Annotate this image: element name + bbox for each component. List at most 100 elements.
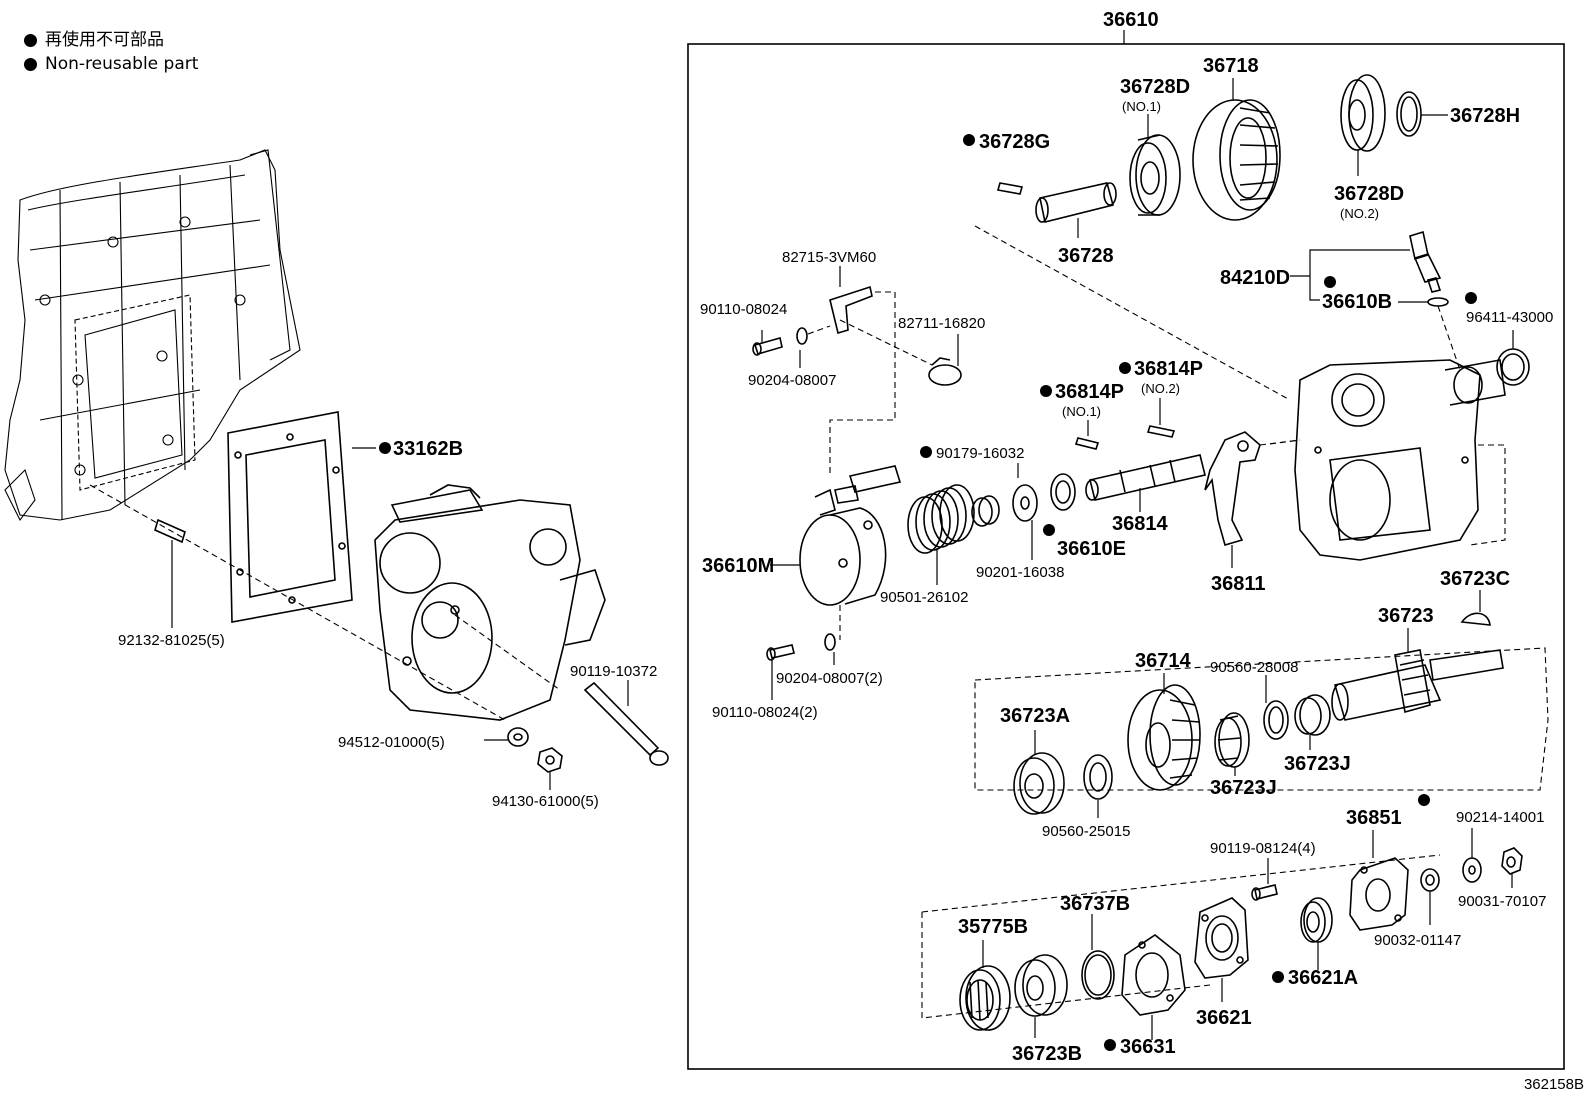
label-36723J-b: 36723J — [1284, 753, 1351, 775]
ring-36728H-drawing — [1396, 91, 1422, 137]
label-36723J-a: 36723J — [1210, 777, 1277, 799]
label-90119-10372: 90119-10372 — [570, 663, 657, 680]
label-36610B: 36610B — [1322, 291, 1392, 313]
bearing-36728D-no1-drawing — [1129, 134, 1181, 216]
gasket-36631-drawing — [1121, 934, 1186, 1016]
label-36851: 36851 — [1346, 807, 1402, 829]
actuator-36610M-drawing — [799, 465, 902, 606]
label-36814P-no2: 36814P — [1134, 358, 1203, 380]
bolt-90110-drawing — [752, 337, 783, 356]
clamp-82711-drawing — [928, 357, 962, 386]
label-36631: 36631 — [1120, 1036, 1176, 1058]
label-94512-01000: 94512-01000(5) — [338, 734, 445, 751]
label-36723A: 36723A — [1000, 705, 1070, 727]
label-90201-16038: 90201-16038 — [976, 564, 1064, 581]
assembly-36610-frame — [687, 43, 1565, 1070]
ring-36737B-drawing — [1081, 950, 1115, 1000]
spacer-90560-25015-drawing — [1083, 754, 1113, 800]
pin-36814P-no1-drawing — [1074, 437, 1100, 450]
nut-90031-drawing — [1501, 847, 1523, 875]
legend-en-text: Non-reusable part — [45, 54, 199, 74]
flange-36851-drawing — [1349, 857, 1409, 931]
washer-94512-drawing — [507, 727, 529, 747]
label-36723: 36723 — [1378, 605, 1434, 627]
output-shaft-36723-drawing — [1331, 649, 1504, 721]
washer-90204-lower-drawing — [824, 633, 836, 651]
label-84210D: 84210D — [1220, 267, 1290, 289]
pin-36814P-no2-drawing — [1146, 425, 1176, 438]
label-33162B: 33162B — [393, 438, 463, 460]
label-90560-25015: 90560-25015 — [1042, 823, 1130, 840]
label-36723C: 36723C — [1440, 568, 1510, 590]
label-94130-61000: 94130-61000(5) — [492, 793, 599, 810]
washer-90204-drawing — [796, 327, 808, 345]
label-36621A: 36621A — [1288, 967, 1358, 989]
transmission-case-drawing — [4, 149, 301, 522]
label-36621: 36621 — [1196, 1007, 1252, 1029]
diagram-code: 362158B — [1523, 1076, 1584, 1093]
label-36811: 36811 — [1211, 573, 1266, 595]
label-36728D-no1: 36728D — [1120, 76, 1190, 98]
bracket-82715-drawing — [829, 285, 873, 335]
seal-36610E-drawing — [1050, 473, 1076, 511]
legend-row-en: Non-reusable part — [24, 52, 198, 76]
label-90501-26102: 90501-26102 — [880, 589, 968, 606]
label-82715-3VM60: 82715-3VM60 — [782, 249, 876, 266]
label-90110-08024-2: 90110-08024(2) — [712, 704, 818, 721]
switch-84210D-drawing — [1409, 230, 1442, 293]
label-92132-81025: 92132-81025(5) — [118, 632, 225, 649]
label-36814: 36814 — [1112, 513, 1168, 535]
pin-36728G-drawing — [996, 182, 1024, 195]
label-36728G: 36728G — [979, 131, 1050, 153]
washer-90201-drawing — [1012, 484, 1038, 522]
washer-90214-drawing — [1462, 857, 1482, 883]
gasket-33162B-drawing — [227, 411, 353, 623]
label-90032-01147: 90032-01147 — [1374, 932, 1461, 949]
legend: 再使用不可部品 Non-reusable part — [24, 28, 198, 76]
label-96411-43000: 96411-43000 — [1466, 309, 1553, 326]
gear-36718-drawing — [1192, 99, 1281, 221]
label-36814P-no1-sub: (NO.1) — [1062, 404, 1101, 419]
bullet-icon — [24, 33, 37, 47]
assembly-number: 36610 — [1103, 9, 1159, 31]
label-90031-70107: 90031-70107 — [1458, 893, 1546, 910]
transfer-case-body-drawing — [1294, 359, 1506, 561]
bolt-90110-lower-drawing — [766, 644, 795, 661]
label-90110-08024: 90110-08024 — [700, 301, 787, 318]
label-36728D-no2: 36728D — [1334, 183, 1404, 205]
shift-fork-36811-drawing — [1204, 431, 1261, 546]
transfer-housing-drawing — [374, 484, 606, 721]
spacer-90560-28008-drawing — [1263, 700, 1289, 740]
bolt-90119-10372-drawing — [583, 681, 669, 766]
shaft-36728-drawing — [1035, 182, 1117, 223]
label-36728H: 36728H — [1450, 105, 1520, 127]
label-90560-28008: 90560-28008 — [1210, 659, 1298, 676]
label-90214-14001: 90214-14001 — [1456, 809, 1544, 826]
washer-90032-drawing — [1420, 868, 1440, 892]
shift-shaft-36814-drawing — [1085, 454, 1206, 501]
label-36723B: 36723B — [1012, 1043, 1082, 1065]
bearing-36723A-drawing — [1013, 752, 1065, 815]
label-36610E: 36610E — [1057, 538, 1126, 560]
bullet-icon — [24, 57, 37, 71]
spring-90501-drawing — [907, 484, 975, 554]
label-36728D-no1-sub: (NO.1) — [1122, 99, 1161, 114]
gear-36714-drawing — [1127, 684, 1201, 791]
needle-bearing-36723J-a-drawing — [1214, 712, 1250, 768]
label-36737B: 36737B — [1060, 893, 1130, 915]
oring-36610B-drawing — [1427, 297, 1449, 307]
label-90204-08007: 90204-08007 — [748, 372, 836, 389]
nut-94130-drawing — [537, 747, 563, 773]
label-90204-08007-2: 90204-08007(2) — [776, 670, 883, 687]
label-35775B: 35775B — [958, 916, 1028, 938]
label-36728: 36728 — [1058, 245, 1114, 267]
label-36718: 36718 — [1203, 55, 1259, 77]
bearing-36723B-drawing — [1014, 954, 1068, 1017]
legend-row-jp: 再使用不可部品 — [24, 28, 198, 52]
label-90119-08124: 90119-08124(4) — [1210, 840, 1316, 857]
label-36728D-no2-sub: (NO.2) — [1340, 206, 1379, 221]
bearing-36728D-no2-drawing — [1340, 74, 1386, 152]
bolt-90119-08124-drawing — [1251, 884, 1278, 901]
label-90179-16032: 90179-16032 — [936, 445, 1024, 462]
